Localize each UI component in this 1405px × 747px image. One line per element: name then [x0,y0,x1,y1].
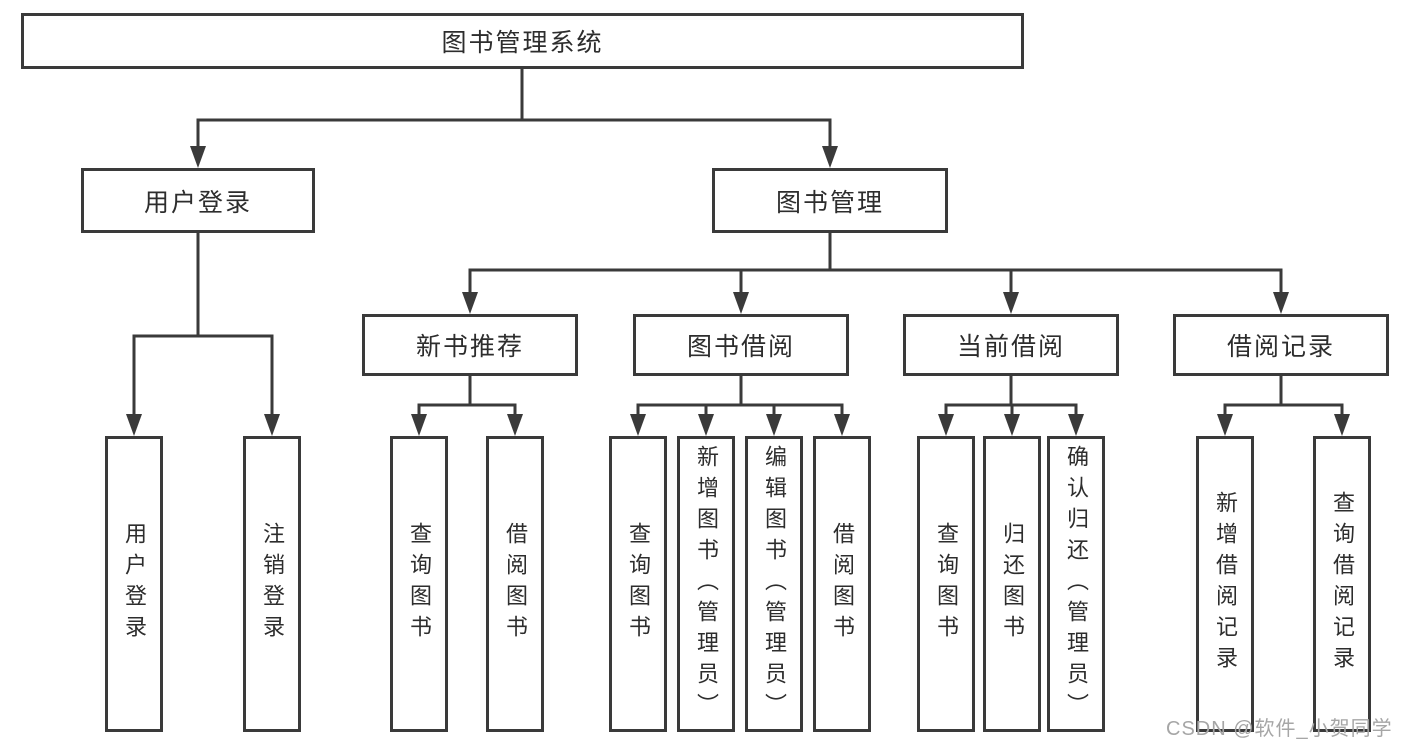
leaf-query-books-recommend-label: 查询图书 [407,522,432,646]
node-borrowing-records: 借阅记录 [1173,314,1389,376]
node-book-management: 图书管理 [712,168,948,233]
node-library-system: 图书管理系统 [21,13,1024,69]
connector-root-to-level2 [190,69,838,168]
leaf-return-book: 归还图书 [983,436,1041,732]
connector-borrowing-records-to-leaves [1217,376,1350,436]
leaf-query-books-recommend: 查询图书 [390,436,448,732]
leaf-query-borrow-record: 查询借阅记录 [1313,436,1371,732]
connector-current-borrowing-to-leaves [938,376,1084,436]
node-current-borrowing: 当前借阅 [903,314,1119,376]
leaf-query-books-current-label: 查询图书 [934,522,959,646]
leaf-logout: 注销登录 [243,436,301,732]
leaf-add-book-admin: 新增图书（管理员） [677,436,735,732]
leaf-query-borrow-record-label: 查询借阅记录 [1330,491,1355,677]
node-borrowing-records-label: 借阅记录 [1226,333,1335,361]
node-new-book-recommend-label: 新书推荐 [415,333,524,361]
watermark: CSDN @软件_小贺同学 [1166,718,1393,740]
node-book-borrowing-label: 图书借阅 [686,333,795,361]
node-book-borrowing: 图书借阅 [633,314,849,376]
leaf-return-book-label: 归还图书 [1000,522,1025,646]
leaf-user-login-label: 用户登录 [122,522,147,646]
connector-book-borrowing-to-leaves [630,376,850,436]
leaf-borrow-books-borrowing-label: 借阅图书 [830,522,855,646]
leaf-query-books-borrowing-label: 查询图书 [626,522,651,646]
leaf-borrow-books-recommend-label: 借阅图书 [503,522,528,646]
node-current-borrowing-label: 当前借阅 [956,333,1065,361]
leaf-add-book-admin-label: 新增图书（管理员） [694,444,719,724]
leaf-edit-book-admin-label: 编辑图书（管理员） [762,444,787,724]
leaf-confirm-return-admin-label: 确认归还（管理员） [1064,444,1089,724]
leaf-query-books-borrowing: 查询图书 [609,436,667,732]
node-library-system-label: 图书管理系统 [441,29,604,57]
leaf-confirm-return-admin: 确认归还（管理员） [1047,436,1105,732]
leaf-edit-book-admin: 编辑图书（管理员） [745,436,803,732]
connector-book-management-to-level3 [462,232,1289,314]
leaf-borrow-books-borrowing: 借阅图书 [813,436,871,732]
connector-user-login-to-leaves [126,232,280,436]
node-new-book-recommend: 新书推荐 [362,314,578,376]
leaf-logout-label: 注销登录 [260,522,285,646]
connector-new-book-recommend-to-leaves [411,376,523,436]
leaf-add-borrow-record: 新增借阅记录 [1196,436,1254,732]
leaf-user-login: 用户登录 [105,436,163,732]
leaf-query-books-current: 查询图书 [917,436,975,732]
leaf-borrow-books-recommend: 借阅图书 [486,436,544,732]
node-user-login: 用户登录 [81,168,315,233]
node-user-login-label: 用户登录 [143,188,252,217]
leaf-add-borrow-record-label: 新增借阅记录 [1213,491,1238,677]
node-book-management-label: 图书管理 [775,188,884,217]
